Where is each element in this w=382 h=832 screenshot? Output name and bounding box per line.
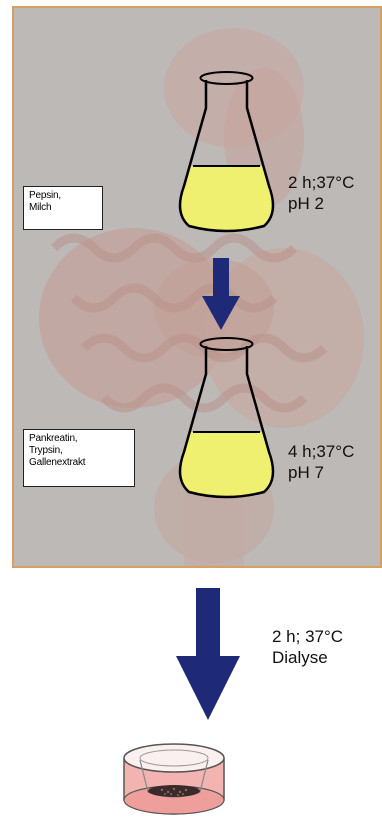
step3-condition-2: Dialyse <box>272 647 343 668</box>
erlenmeyer-flask-icon <box>169 48 284 234</box>
step3-conditions: 2 h; 37°C Dialyse <box>272 626 343 668</box>
petri-dish-icon <box>118 736 230 826</box>
step1-label: Pepsin, Milch <box>23 186 103 230</box>
step2-label-line-1: Pankreatin, <box>29 433 129 445</box>
digestion-panel: Pepsin, Milch 2 h;37°C pH 2 Pankreatin, … <box>12 6 382 568</box>
down-arrow-icon <box>176 588 240 720</box>
step2-label-line-2: Trypsin, <box>29 445 129 457</box>
step2-label: Pankreatin, Trypsin, Gallenextrakt <box>23 429 135 487</box>
step1-condition-1: 2 h;37°C <box>288 172 354 193</box>
step2-label-line-3: Gallenextrakt <box>29 457 129 469</box>
step2-conditions: 4 h;37°C pH 7 <box>288 441 354 483</box>
step1-conditions: 2 h;37°C pH 2 <box>288 172 354 214</box>
step3-condition-1: 2 h; 37°C <box>272 626 343 647</box>
step1-label-line-2: Milch <box>29 202 97 214</box>
erlenmeyer-flask-icon <box>169 314 284 500</box>
step2-condition-2: pH 7 <box>288 462 354 483</box>
step1-label-line-1: Pepsin, <box>29 190 97 202</box>
step1-condition-2: pH 2 <box>288 193 354 214</box>
step2-condition-1: 4 h;37°C <box>288 441 354 462</box>
